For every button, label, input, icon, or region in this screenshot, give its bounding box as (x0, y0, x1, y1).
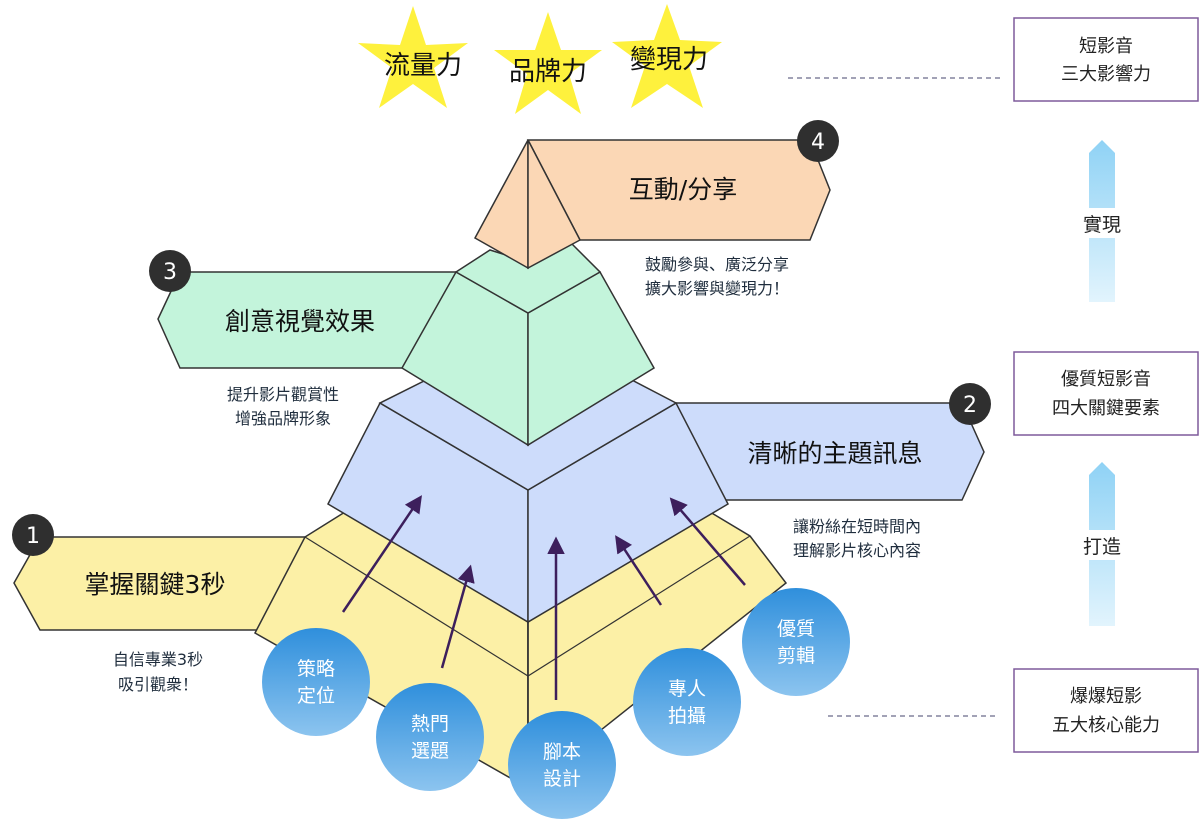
level-1-title: 掌握關鍵3秒 (85, 570, 226, 599)
star-label: 流量力 (384, 51, 462, 81)
level-3-title: 創意視覺效果 (225, 307, 375, 336)
side-box-line: 短影音 (1079, 36, 1133, 57)
star-shape (612, 4, 722, 108)
side-arrow-realize: 實現 (1074, 140, 1130, 302)
skill-editing: 優質 剪輯 (742, 588, 850, 696)
star-label: 變現力 (630, 45, 708, 75)
arrow-strategy (341, 495, 422, 613)
level-2-number: 2 (963, 393, 977, 418)
skill-label-line: 設計 (543, 768, 581, 790)
arrow-shooting (615, 535, 663, 606)
arrow-topic (440, 564, 475, 669)
side-arrow-label: 實現 (1083, 214, 1121, 236)
skill-label-line: 策略 (297, 658, 335, 680)
level-1-desc-line: 吸引觀衆！ (118, 675, 198, 694)
level-4-face-left (473, 139, 529, 270)
skill-label-line: 剪輯 (777, 645, 815, 667)
skill-arrows (341, 495, 746, 700)
side-box-line: 爆爆短影 (1070, 686, 1142, 707)
level-2-badge (949, 383, 991, 425)
skill-label-line: 定位 (297, 685, 335, 707)
level-3-desc-line: 增強品牌形象 (235, 409, 331, 428)
skill-label-line: 優質 (777, 618, 815, 640)
level-1-number: 1 (26, 524, 40, 549)
side-box-line: 五大核心能力 (1052, 715, 1160, 736)
level-3: 創意視覺效果 3 提升影片觀賞性 增強品牌形象 (149, 239, 656, 447)
star-shape (358, 6, 468, 108)
level-2-desc-line: 讓粉絲在短時間內 (793, 517, 921, 536)
side-box-influence: 短影音 三大影響力 (1013, 17, 1199, 102)
star-traffic: 流量力 (358, 6, 468, 108)
side-arrow-label-bg (1074, 208, 1130, 238)
star-shape (494, 12, 602, 114)
level-2-desc-line: 理解影片核心內容 (793, 541, 921, 560)
skill-topic: 熱門 選題 (376, 683, 484, 791)
level-3-desc-line: 提升影片觀賞性 (227, 385, 339, 404)
level-4-desc-line: 擴大影響與變現力！ (645, 279, 789, 298)
star-monetize: 變現力 (612, 4, 722, 108)
skill-label-line: 腳本 (543, 741, 581, 763)
skill-label-line: 拍攝 (668, 705, 706, 727)
skill-circle (262, 628, 370, 736)
star-brand: 品牌力 (494, 12, 602, 114)
side-box-elements: 優質短影音 四大關鍵要素 (1013, 351, 1199, 436)
level-2: 清晰的主題訊息 2 讓粉絲在短時間內 理解影片核心內容 (327, 377, 991, 624)
level-3-number: 3 (163, 260, 177, 285)
skill-circle (742, 588, 850, 696)
skill-script: 腳本 設計 (508, 711, 616, 819)
level-3-badge (149, 250, 191, 292)
skill-label-line: 專人 (668, 678, 706, 700)
skill-label-line: 熱門 (411, 713, 449, 735)
skill-label-line: 選題 (411, 740, 449, 762)
level-4: 互動/分享 4 鼓勵參與、廣泛分享 擴大影響與變現力！ (473, 120, 839, 298)
level-2-title: 清晰的主題訊息 (747, 439, 922, 468)
side-box-frame (1013, 17, 1199, 102)
skill-circle (633, 648, 741, 756)
side-box-abilities: 爆爆短影 五大核心能力 (1013, 668, 1199, 753)
side-box-frame (1013, 351, 1199, 436)
skill-strategy: 策略 定位 (262, 628, 370, 736)
level-4-face-right (527, 139, 582, 270)
level-4-badge (797, 120, 839, 162)
level-4-title: 互動/分享 (629, 175, 737, 204)
side-box-frame (1013, 668, 1199, 753)
arrow-editing (669, 497, 746, 586)
skill-circle (376, 683, 484, 791)
side-box-line: 優質短影音 (1061, 369, 1151, 390)
star-label: 品牌力 (509, 57, 587, 87)
level-1-badge (12, 514, 54, 556)
side-box-line: 三大影響力 (1061, 64, 1151, 85)
level-1-desc-line: 自信專業3秒 (113, 650, 203, 669)
side-arrow-label: 打造 (1083, 536, 1121, 558)
side-arrow-build: 打造 (1074, 462, 1130, 626)
level-1-edge (304, 535, 751, 677)
side-box-line: 四大關鍵要素 (1052, 398, 1160, 419)
skill-shooting: 專人 拍攝 (633, 648, 741, 756)
level-4-desc-line: 鼓勵參與、廣泛分享 (645, 255, 789, 274)
side-arrow-label-bg (1074, 530, 1130, 560)
level-4-number: 4 (811, 130, 825, 155)
skill-circle (508, 711, 616, 819)
